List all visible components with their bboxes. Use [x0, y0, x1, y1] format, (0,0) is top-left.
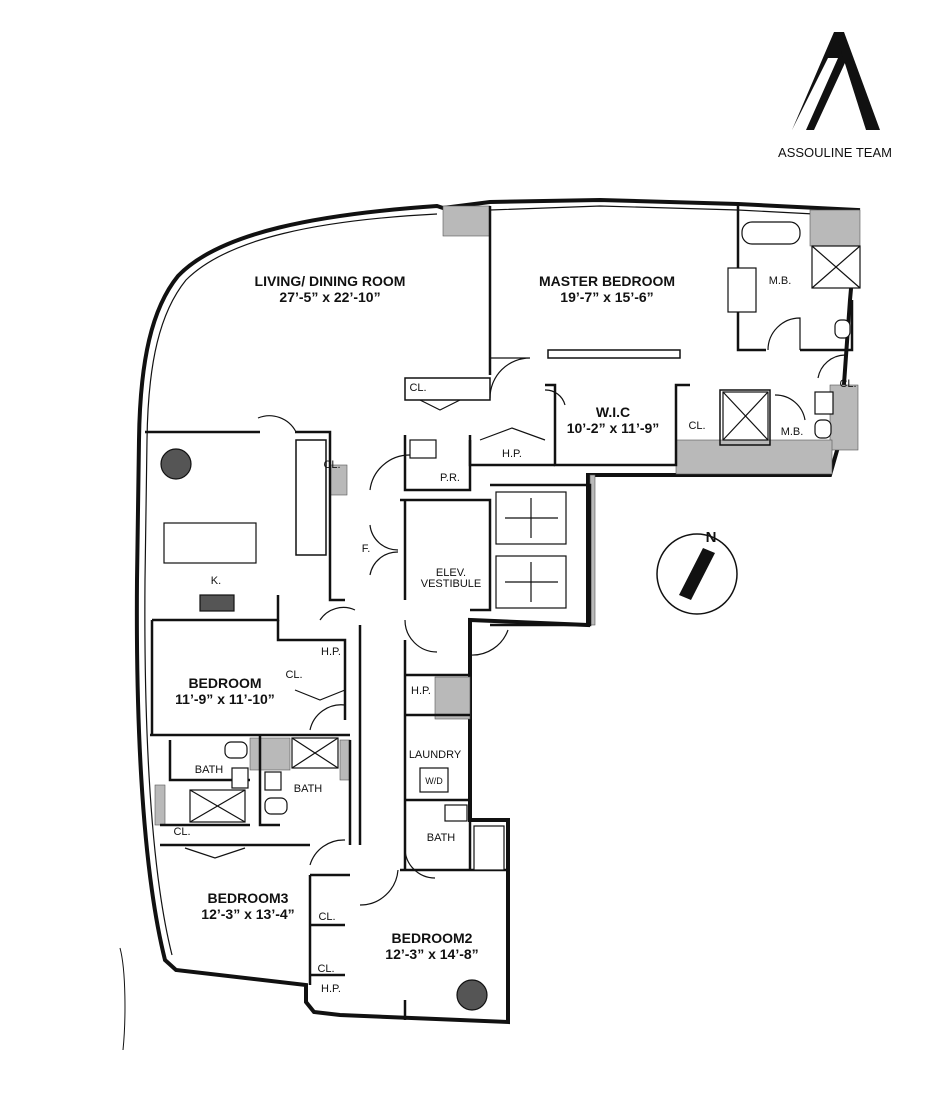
cl-bedroom: CL.	[285, 669, 302, 681]
master-bedroom-name: MASTER BEDROOM	[539, 273, 675, 289]
hp-bedroom2: H.P.	[321, 983, 341, 995]
cl-kitchen: CL.	[323, 459, 340, 471]
bedroom-name: BEDROOM	[188, 675, 261, 691]
hp-bedroom: H.P.	[321, 646, 341, 658]
cl-living: CL.	[409, 382, 426, 394]
elev-label-2: VESTIBULE	[421, 578, 482, 590]
compass-icon: N	[656, 529, 738, 615]
cl-bedroom3: CL.	[173, 826, 190, 838]
brand-name: ASSOULINE TEAM	[778, 145, 892, 160]
structural-hatch	[154, 205, 861, 826]
cl-wic: CL.	[688, 420, 705, 432]
master-bedroom-dims: 19’-7” x 15’-6”	[560, 289, 653, 305]
bath-label-1: BATH	[195, 764, 224, 776]
bath-label-2: BATH	[294, 783, 323, 795]
hp-laundry: H.P.	[411, 685, 431, 697]
bedroom2-name: BEDROOM2	[392, 930, 473, 946]
wic-dims: 10’-2” x 11’-9”	[567, 420, 660, 436]
living-room-dims: 27’-5” x 22’-10”	[279, 289, 380, 305]
hp-wic: H.P.	[502, 448, 522, 460]
bedroom3-dims: 12’-3” x 13’-4”	[201, 906, 294, 922]
powder-room-label: P.R.	[440, 472, 460, 484]
small-labels: M.B. M.B. CL. CL. CL. CL. CL. CL. CL. CL…	[173, 275, 856, 995]
room-labels: LIVING/ DINING ROOM 27’-5” x 22’-10” MAS…	[175, 273, 675, 962]
brand-logo: ASSOULINE TEAM	[778, 32, 892, 160]
mb-label-2: M.B.	[781, 426, 804, 438]
laundry-label: LAUNDRY	[409, 749, 462, 761]
bedroom-dims: 11’-9” x 11’-10”	[175, 691, 275, 707]
foyer-label: F.	[362, 543, 371, 555]
kitchen-label: K.	[211, 575, 221, 587]
cl-bedroom2-a: CL.	[318, 911, 335, 923]
bedroom2-dims: 12’-3” x 14’-8”	[385, 946, 478, 962]
mb-label-1: M.B.	[769, 275, 792, 287]
bath-label-3: BATH	[427, 832, 456, 844]
door-swings	[184, 317, 846, 906]
cl-bedroom2-b: CL.	[317, 963, 334, 975]
outer-walls	[119, 197, 861, 1051]
wd-label: W/D	[425, 776, 443, 786]
bedroom3-name: BEDROOM3	[208, 890, 289, 906]
cl-master: CL.	[839, 378, 856, 390]
living-room-name: LIVING/ DINING ROOM	[255, 273, 406, 289]
wic-name: W.I.C	[596, 404, 630, 420]
compass-label: N	[706, 529, 717, 546]
elev-label-1: ELEV.	[436, 567, 466, 579]
fixtures	[160, 221, 861, 1011]
